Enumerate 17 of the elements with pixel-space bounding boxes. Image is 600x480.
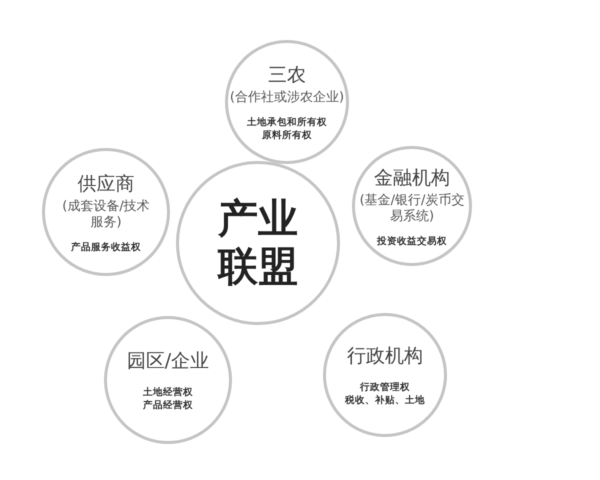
node-note: 产品服务收益权 (71, 240, 141, 254)
node-subtitle: (合作社或涉农企业) (230, 90, 344, 106)
node-subtitle: (成套设备/技术服务) (61, 198, 151, 230)
node-heading: 园区/企业 (126, 349, 210, 374)
node-note: 土地经营权 (143, 386, 193, 399)
node-heading: 三农 (268, 63, 306, 88)
node-note: 原料所有权 (262, 129, 312, 142)
node-note: 土地承包和所有权 (247, 116, 327, 129)
node-note: 行政管理权 (360, 381, 410, 394)
node-note: 投资收益交易权 (377, 234, 447, 248)
center-title: 产业联盟 (216, 195, 299, 291)
node-subtitle: (基金/银行/炭币交易系统) (358, 192, 466, 224)
node-note: 税收、补贴、土地 (345, 394, 425, 407)
node-heading: 供应商 (78, 172, 134, 196)
node-heading: 金融机构 (374, 166, 450, 190)
node-note: 产品经营权 (143, 399, 193, 412)
node-heading: 行政机构 (347, 344, 423, 369)
